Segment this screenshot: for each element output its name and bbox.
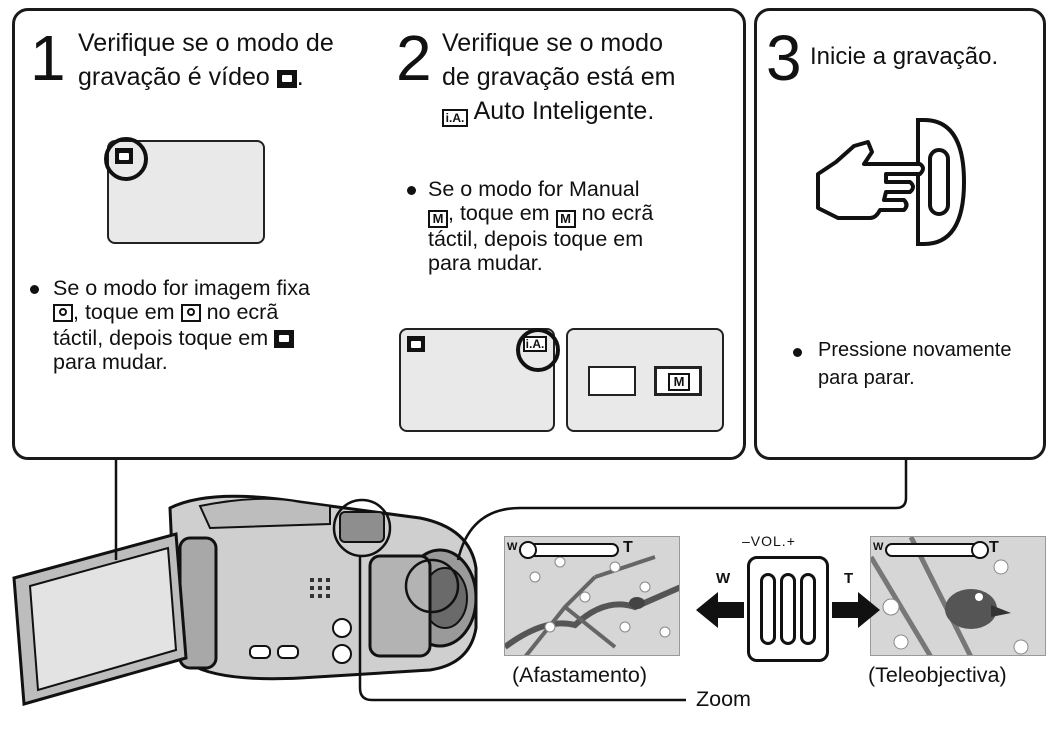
video-mode-icon <box>276 70 297 88</box>
still-mode-icon <box>180 304 201 322</box>
intelligent-auto-icon: i.A. <box>442 109 468 127</box>
step-1-bullet-line3-text: táctil, depois toque em <box>53 326 269 350</box>
mode-option-manual: M <box>654 366 702 396</box>
camcorder-icon <box>12 494 478 706</box>
step-2-line3-text: Auto Inteligente. <box>473 97 655 125</box>
step-3-bullet <box>793 348 802 357</box>
thumb-t-label: T <box>989 539 999 556</box>
lever-ridge <box>760 573 776 645</box>
step-2-line3: i.A. Auto Inteligente. <box>442 96 654 127</box>
mode-option-box <box>588 366 636 396</box>
wide-angle-thumbnail: W T <box>504 536 680 656</box>
w-label: W <box>716 570 731 587</box>
step-2-bullet-line2: M, toque em M no ecrã <box>428 201 653 228</box>
step-2-line2: de gravação está em <box>442 63 676 91</box>
step-1-number: 1 <box>30 22 66 94</box>
manual-mode-icon: M <box>555 210 576 228</box>
step-2-screen-mode-select: M <box>566 328 724 432</box>
video-mode-icon <box>274 330 295 348</box>
wide-caption: (Afastamento) <box>512 663 648 687</box>
step-3-bullet-line1: Pressione novamente <box>818 339 1012 361</box>
step-2-line1: Verifique se o modo <box>442 29 663 57</box>
step-2-bullet-line2-text: , toque em <box>448 201 550 225</box>
zoom-indicator-wide <box>519 541 619 559</box>
zoom-label: Zoom <box>696 687 751 711</box>
step-2-highlight-circle <box>516 328 560 372</box>
thumb-w-label: W <box>873 541 884 553</box>
zoom-lever <box>747 556 829 662</box>
step-1-bullet-line1: Se o modo for imagem fixa <box>53 276 310 300</box>
zoom-indicator-knob <box>971 541 989 559</box>
step-2-bullet-line2-end: no ecrã <box>581 201 654 225</box>
step-2-bullet-line4: para mudar. <box>428 251 543 275</box>
manual-mode-icon: M <box>668 373 690 391</box>
step-1-line2-text: gravação é vídeo <box>78 63 270 91</box>
manual-mode-icon: M <box>428 210 448 228</box>
record-button-icon <box>916 118 967 246</box>
arrow-right-icon <box>832 592 880 628</box>
step-1-highlight-circle <box>104 137 148 181</box>
step-1-bullet-line4: para mudar. <box>53 350 168 374</box>
thumb-t-label: T <box>623 539 633 556</box>
zoom-indicator-tele <box>885 541 989 559</box>
video-mode-icon <box>407 336 425 352</box>
tele-thumbnail: W T <box>870 536 1046 656</box>
lever-ridge <box>780 573 796 645</box>
step-2-bullet <box>407 186 416 195</box>
t-label: T <box>844 570 854 587</box>
zoom-indicator-knob <box>519 541 537 559</box>
step-1-bullet-line2-end: no ecrã <box>206 300 279 324</box>
step-3-bullet-line2: para parar. <box>818 367 915 389</box>
step-1-bullet-line2: , toque em no ecrã <box>53 300 278 324</box>
step-3-line1: Inicie a gravação. <box>810 43 999 70</box>
thumb-w-label: W <box>507 541 518 553</box>
lever-ridge <box>800 573 816 645</box>
vol-label: –VOL.+ <box>742 533 796 549</box>
step-1-bullet <box>30 285 39 294</box>
still-mode-icon <box>53 304 73 322</box>
step-1-bullet-line3: táctil, depois toque em <box>53 326 295 350</box>
step-1-bullet-line2-text: , toque em <box>73 300 175 324</box>
step-3-panel <box>754 8 1046 460</box>
pointing-hand-icon <box>816 118 967 246</box>
step-1-line2-end: . <box>296 63 304 91</box>
tele-caption: (Teleobjectiva) <box>868 663 1007 687</box>
arrow-left-icon <box>696 592 744 628</box>
step-1-line2: gravação é vídeo . <box>78 62 304 92</box>
step-2-number: 2 <box>396 22 432 94</box>
step-2-bullet-line1: Se o modo for Manual <box>428 177 640 201</box>
step-3-number: 3 <box>766 22 802 94</box>
step-2-bullet-line3: táctil, depois toque em <box>428 227 644 251</box>
step-1-line1: Verifique se o modo de <box>78 29 334 57</box>
